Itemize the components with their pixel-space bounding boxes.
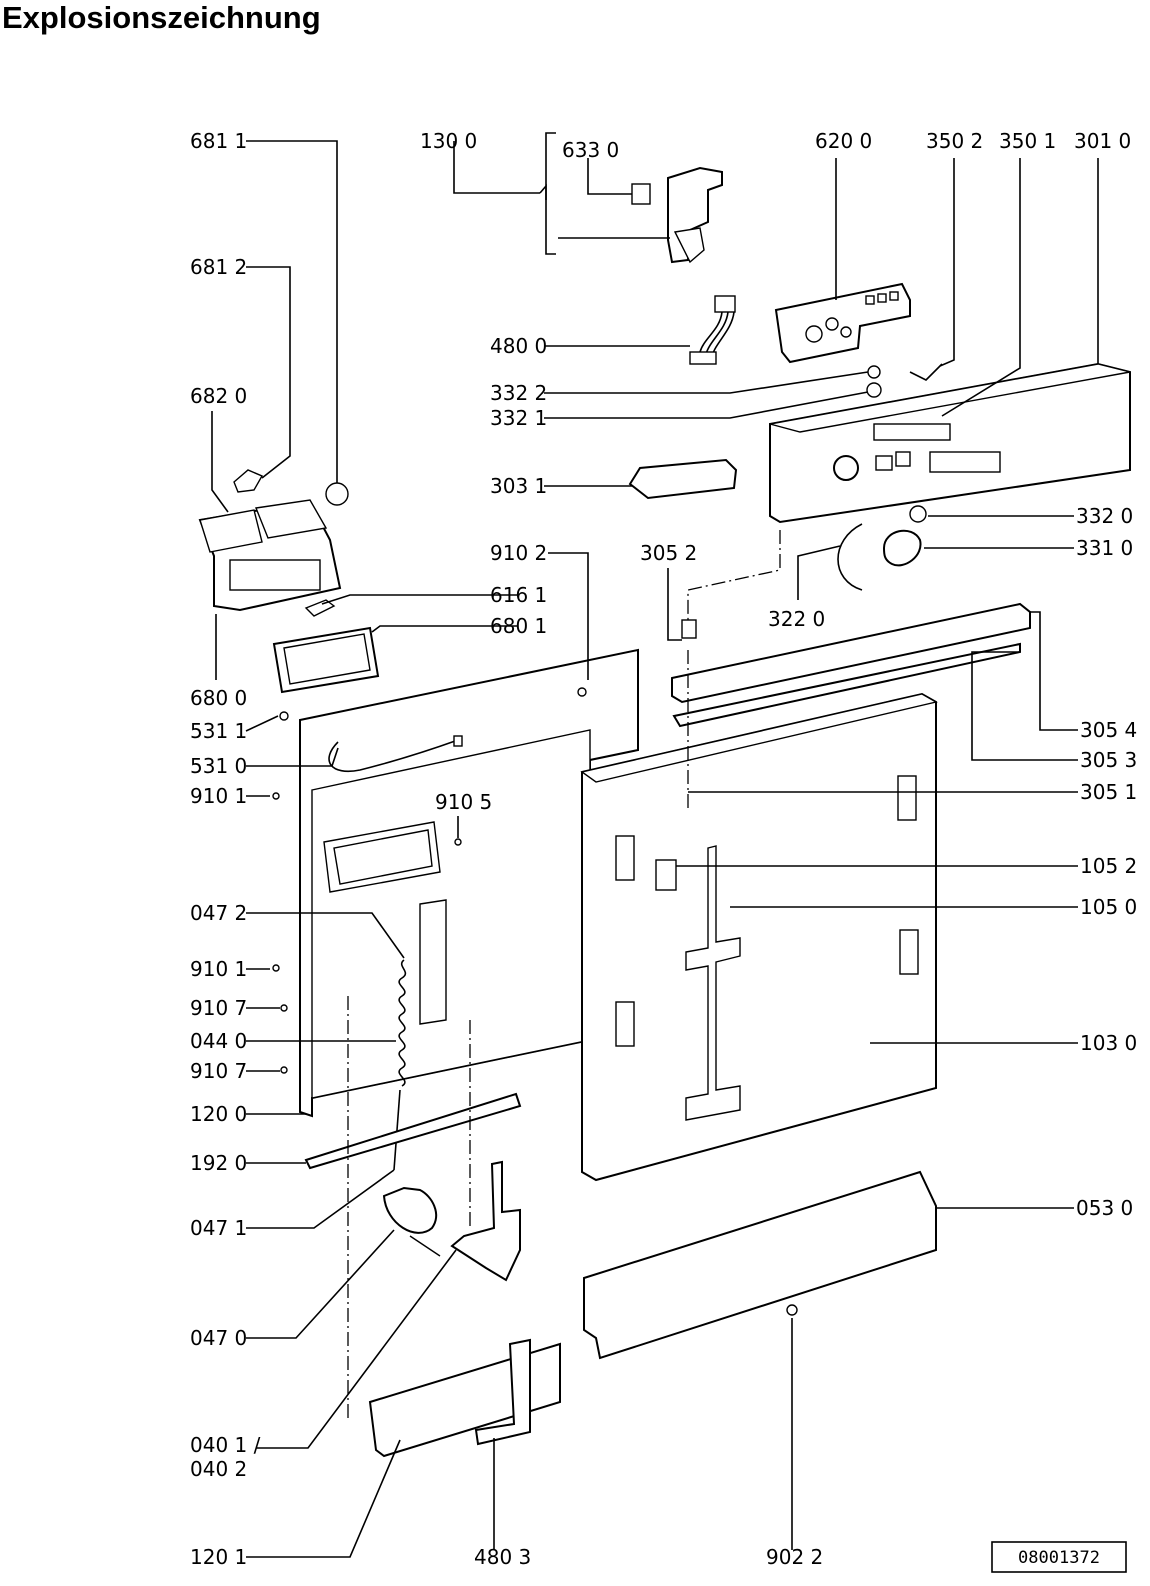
label-040-1: 040 1 / — [190, 1433, 261, 1457]
part-screw-902-2 — [786, 1304, 798, 1316]
label-305-1: 305 1 — [1080, 780, 1137, 804]
label-680-1: 680 1 — [490, 614, 547, 638]
label-305-4: 305 4 — [1080, 718, 1137, 742]
label-105-2: 105 2 — [1080, 854, 1137, 878]
label-350-1: 350 1 — [999, 129, 1056, 153]
part-control-board — [774, 282, 911, 364]
label-103-0: 103 0 — [1080, 1031, 1137, 1055]
part-inner-door — [299, 648, 639, 1118]
label-480-0: 480 0 — [490, 334, 547, 358]
label-332-0: 332 0 — [1076, 504, 1133, 528]
label-053-0: 053 0 — [1076, 1196, 1133, 1220]
label-531-0: 531 0 — [190, 754, 247, 778]
label-305-2: 305 2 — [640, 541, 697, 565]
leader-lines — [211, 132, 1099, 1558]
part-handle — [628, 458, 738, 500]
part-screw-910-7a — [280, 1004, 288, 1012]
reference-number: 08001372 — [1018, 1548, 1100, 1568]
part-screw-910-5 — [454, 838, 462, 846]
part-screw-910-1a — [272, 792, 280, 800]
part-screw-910-1b — [272, 964, 280, 972]
part-spring-clip — [909, 363, 943, 381]
part-cable — [328, 739, 459, 773]
label-480-3: 480 3 — [474, 1545, 531, 1569]
label-350-2: 350 2 — [926, 129, 983, 153]
label-682-0: 682 0 — [190, 384, 247, 408]
label-044-0: 044 0 — [190, 1029, 247, 1053]
part-knob — [909, 505, 927, 523]
part-outer-door — [580, 692, 938, 1182]
reference-number-box: 08001372 — [991, 1541, 1127, 1573]
part-ring — [837, 523, 863, 591]
part-dispenser — [198, 499, 342, 612]
part-spring — [398, 959, 407, 1087]
part-top-rails — [671, 602, 1031, 728]
part-wiring-harness — [689, 295, 736, 365]
label-047-1: 047 1 — [190, 1216, 247, 1240]
label-910-1-b: 910 1 — [190, 957, 247, 981]
label-331-0: 331 0 — [1076, 536, 1133, 560]
label-332-2: 332 2 — [490, 381, 547, 405]
part-knob-spring — [867, 365, 881, 379]
part-spring-rod — [393, 1089, 401, 1171]
label-192-0: 192 0 — [190, 1151, 247, 1175]
label-105-0: 105 0 — [1080, 895, 1137, 919]
part-lower-trim — [368, 1342, 561, 1458]
label-910-2: 910 2 — [490, 541, 547, 565]
part-screw-531-1 — [279, 711, 289, 721]
label-301-0: 301 0 — [1074, 129, 1131, 153]
label-120-1: 120 1 — [190, 1545, 247, 1569]
part-small-bracket — [681, 619, 697, 639]
page-title: Explosionszeichnung — [2, 0, 321, 35]
label-303-1: 303 1 — [490, 474, 547, 498]
label-902-2: 902 2 — [766, 1545, 823, 1569]
part-clip — [233, 469, 263, 493]
label-681-1: 681 1 — [190, 129, 247, 153]
part-dial — [882, 529, 922, 567]
label-531-1: 531 1 — [190, 719, 247, 743]
part-hinge — [382, 1186, 438, 1234]
part-door-strip — [304, 1092, 522, 1170]
label-616-1: 616 1 — [490, 583, 547, 607]
part-labels: 681 1 130 0 633 0 620 0 350 2 350 1 301 … — [190, 129, 1137, 1569]
part-screw-910-2 — [577, 687, 587, 697]
label-305-3: 305 3 — [1080, 748, 1137, 772]
label-681-2: 681 2 — [190, 255, 247, 279]
label-633-0: 633 0 — [562, 138, 619, 162]
label-910-7-a: 910 7 — [190, 996, 247, 1020]
label-322-0: 322 0 — [768, 607, 825, 631]
part-hinge-link — [409, 1235, 441, 1257]
part-foot — [474, 1338, 531, 1446]
label-910-7-b: 910 7 — [190, 1059, 247, 1083]
label-130-0: 130 0 — [420, 129, 477, 153]
label-047-0: 047 0 — [190, 1326, 247, 1350]
part-hinge-bracket — [450, 1160, 521, 1282]
label-680-0: 680 0 — [190, 686, 247, 710]
part-latch-assembly — [631, 166, 723, 264]
part-gasket-inner — [283, 633, 371, 685]
label-120-0: 120 0 — [190, 1102, 247, 1126]
label-910-1-a: 910 1 — [190, 784, 247, 808]
label-332-1: 332 1 — [490, 406, 547, 430]
part-cable-connector — [453, 735, 463, 747]
part-control-panel — [769, 362, 1131, 524]
alignment-line-top — [687, 530, 781, 620]
part-small-lever — [304, 599, 336, 617]
part-knob-small — [866, 382, 882, 398]
label-910-5: 910 5 — [435, 790, 492, 814]
part-kick-rail — [583, 1170, 937, 1360]
part-screw-910-7b — [280, 1066, 288, 1074]
label-047-2: 047 2 — [190, 901, 247, 925]
label-040-2: 040 2 — [190, 1457, 247, 1481]
label-620-0: 620 0 — [815, 129, 872, 153]
part-disc — [325, 482, 349, 506]
